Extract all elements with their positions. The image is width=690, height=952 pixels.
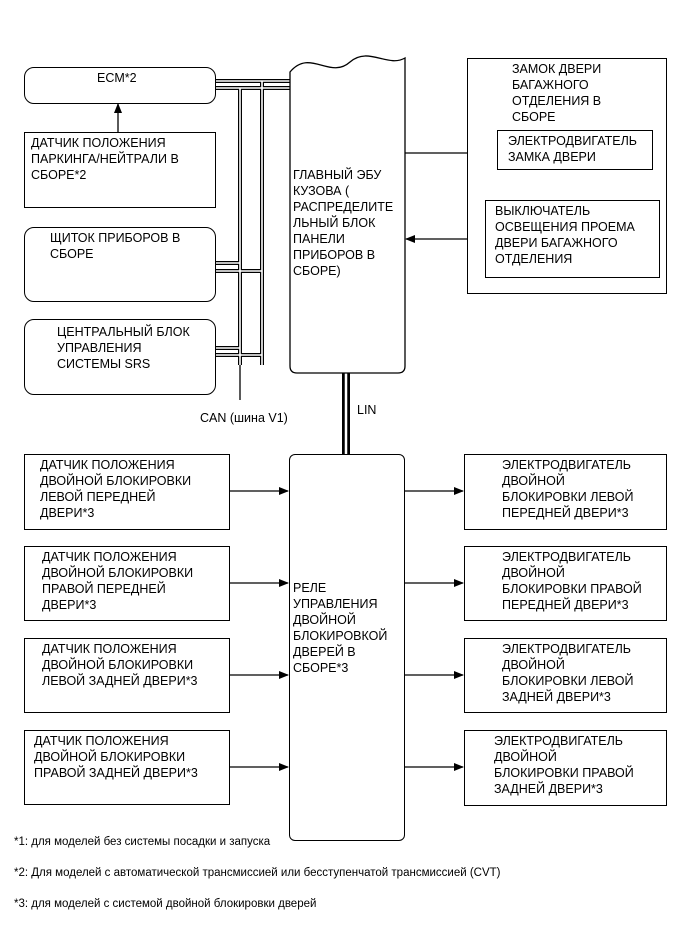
- motor-rear-left-label: ЭЛЕКТРОДВИГАТЕЛЬ ДВОЙНОЙ БЛОКИРОВКИ ЛЕВО…: [502, 642, 634, 704]
- back-door-motor-label: ЭЛЕКТРОДВИГАТЕЛЬ ЗАМКА ДВЕРИ: [508, 134, 637, 164]
- sensor-rear-left-label: ДАТЧИК ПОЛОЖЕНИЯ ДВОЙНОЙ БЛОКИРОВКИ ЛЕВО…: [42, 642, 198, 688]
- sensor-front-left-block: [24, 454, 230, 530]
- back-door-switch-block: [485, 200, 660, 278]
- main-ecu-label: ГЛАВНЫЙ ЭБУ КУЗОВА ( РАСПРЕДЕЛИТЕ ЛЬНЫЙ …: [293, 168, 394, 278]
- main-ecu-block: [289, 55, 406, 374]
- back-door-switch-label: ВЫКЛЮЧАТЕЛЬ ОСВЕЩЕНИЯ ПРОЕМА ДВЕРИ БАГАЖ…: [495, 204, 635, 266]
- motor-front-left-label: ЭЛЕКТРОДВИГАТЕЛЬ ДВОЙНОЙ БЛОКИРОВКИ ЛЕВО…: [502, 458, 634, 520]
- can-bus-wires: [216, 79, 290, 400]
- sensor-front-right-block: [24, 546, 230, 621]
- footnote-3: *3: для моделей с системой двойной блоки…: [14, 898, 317, 910]
- sensor-front-left-label: ДАТЧИК ПОЛОЖЕНИЯ ДВОЙНОЙ БЛОКИРОВКИ ЛЕВО…: [40, 458, 192, 520]
- motor-rear-left-block: [464, 638, 667, 713]
- srs-label: ЦЕНТРАЛЬНЫЙ БЛОК УПРАВЛЕНИЯ СИСТЕМЫ SRS: [57, 325, 190, 371]
- sensor-rear-right-label: ДАТЧИК ПОЛОЖЕНИЯ ДВОЙНОЙ БЛОКИРОВКИ ПРАВ…: [34, 734, 198, 780]
- sensor-front-right-label: ДАТЧИК ПОЛОЖЕНИЯ ДВОЙНОЙ БЛОКИРОВКИ ПРАВ…: [42, 550, 194, 612]
- can-bus-inner: [216, 80, 290, 365]
- motor-rear-right-label: ЭЛЕКТРОДВИГАТЕЛЬ ДВОЙНОЙ БЛОКИРОВКИ ПРАВ…: [494, 734, 634, 796]
- back-door-motor-block: [497, 130, 653, 170]
- sensor-rear-left-block: [24, 638, 230, 713]
- motor-front-right-block: [464, 546, 667, 621]
- footnote-1: *1: для моделей без системы посадки и за…: [14, 836, 271, 848]
- double-lock-relay-label: РЕЛЕ УПРАВЛЕНИЯ ДВОЙНОЙ БЛОКИРОВКОЙ ДВЕР…: [293, 581, 388, 675]
- motor-front-right-label: ЭЛЕКТРОДВИГАТЕЛЬ ДВОЙНОЙ БЛОКИРОВКИ ПРАВ…: [502, 550, 642, 612]
- lin-bus-label: LIN: [357, 403, 377, 417]
- footnote-2: *2: Для моделей с автоматической трансми…: [14, 867, 501, 879]
- park-neutral-sensor-block: [24, 132, 216, 208]
- srs-block: [24, 319, 216, 395]
- meter-label: ЩИТОК ПРИБОРОВ В СБОРЕ: [50, 231, 181, 261]
- park-neutral-sensor-label: ДАТЧИК ПОЛОЖЕНИЯ ПАРКИНГА/НЕЙТРАЛИ В СБО…: [31, 136, 179, 182]
- ecm-block: [24, 67, 216, 104]
- signal-arrows: [114, 103, 498, 771]
- can-bus-label: CAN (шина V1): [200, 411, 288, 425]
- motor-front-left-block: [464, 454, 667, 530]
- meter-block: [24, 227, 216, 302]
- sensor-rear-right-block: [24, 730, 230, 805]
- back-door-lock-label: ЗАМОК ДВЕРИ БАГАЖНОГО ОТДЕЛЕНИЯ В СБОРЕ: [512, 62, 602, 124]
- motor-rear-right-block: [464, 730, 667, 806]
- ecm-label: ECM*2: [97, 71, 137, 85]
- double-lock-relay-block: [289, 454, 405, 841]
